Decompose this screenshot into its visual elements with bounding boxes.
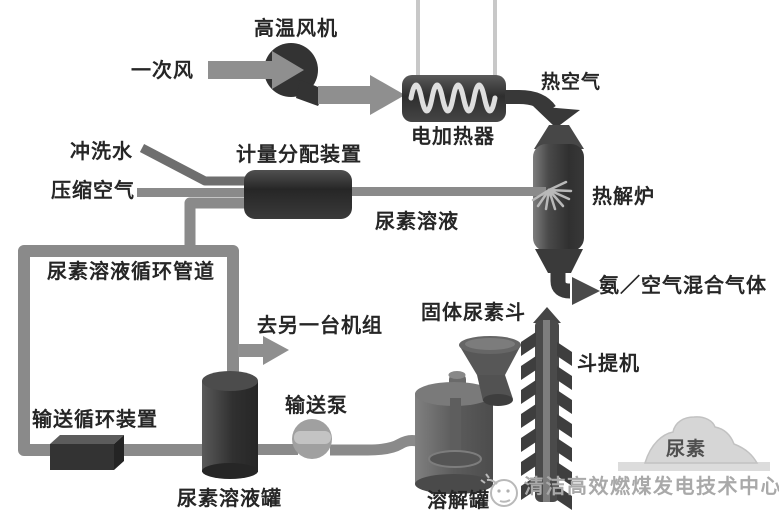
hot-air-pipe (505, 90, 580, 128)
electric-heater-shape (402, 75, 506, 122)
metering-down-pipe (184, 197, 247, 256)
dissolving-tank-shape (415, 371, 493, 494)
bucket-elevator-shape (521, 307, 572, 510)
transfer-pump-label: 输送泵 (285, 395, 348, 417)
pyrolysis-furnace-shape (533, 125, 600, 305)
electric-heater-label: 电加热器 (411, 126, 495, 148)
heater-coil (408, 82, 498, 114)
solid-urea-hopper-shape (459, 336, 521, 406)
dissolving-tank-label: 溶解罐 (427, 490, 490, 512)
urea-pile-shape (618, 416, 770, 471)
heater-electrode-lines (416, 0, 497, 78)
watermark-logo-icon (480, 473, 518, 507)
compressed-air-label: 压缩空气 (51, 180, 135, 202)
solid-urea-hopper-label: 固体尿素斗 (421, 302, 526, 324)
fan-outlet-arrow (318, 75, 405, 115)
circulation-pipeline-label: 尿素溶液循环管道 (47, 261, 215, 283)
primary-air-label: 一次风 (131, 60, 194, 82)
urea-solution-pipe (350, 187, 546, 196)
watermark-text: 清洁高效燃煤发电技术中心 (524, 476, 779, 498)
urea-solution-tank-label: 尿素溶液罐 (177, 488, 282, 510)
spray-nozzle (531, 180, 573, 211)
agitator-blades (428, 450, 482, 468)
ammonia-air-mix-label: 氨／空气混合气体 (599, 275, 767, 297)
to-another-unit-label: 去另一台机组 (257, 315, 383, 337)
urea-solution-tank-shape (202, 371, 258, 479)
flushing-water-pipe (139, 144, 247, 186)
to-another-unit-arrow (238, 336, 289, 365)
ht-fan-label: 高温风机 (254, 18, 338, 40)
transport-circulation-device-label: 输送循环装置 (32, 409, 158, 431)
primary-air-arrow (208, 51, 304, 89)
urea-pile-label: 尿素 (666, 439, 707, 460)
metering-device-shape (244, 170, 352, 219)
pump-to-dissolver-pipe (330, 435, 427, 456)
flushing-water-label: 冲洗水 (70, 141, 133, 163)
hot-air-label: 热空气 (541, 72, 602, 93)
urea-solution-label: 尿素溶液 (375, 211, 459, 233)
bucket-elevator-label: 斗提机 (577, 353, 640, 375)
transport-circulation-device-shape (50, 435, 124, 470)
tank-to-pump-pipe (258, 444, 298, 455)
metering-device-label: 计量分配装置 (236, 144, 362, 166)
ammonia-outlet-arrow (572, 277, 600, 305)
pyrolysis-furnace-label: 热解炉 (592, 186, 655, 208)
compressed-air-pipe (137, 188, 249, 197)
transfer-pump-shape (292, 419, 332, 459)
